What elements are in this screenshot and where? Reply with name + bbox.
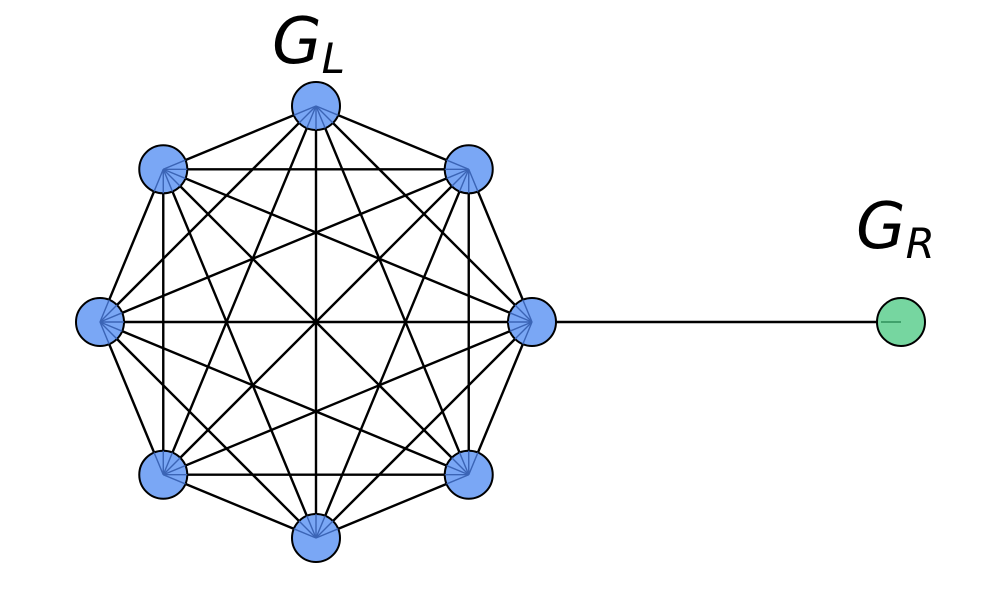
left-graph-edge <box>162 473 317 540</box>
left-graph-edge <box>315 473 470 540</box>
node-edge-spoke <box>468 452 479 476</box>
left-graph-edge <box>99 321 317 539</box>
node-edge-spoke <box>293 528 317 539</box>
node-edge-spoke <box>162 168 181 187</box>
node-edge-spoke <box>162 474 186 485</box>
node-edge-spoke <box>153 168 164 192</box>
node-edge-spoke <box>451 457 470 476</box>
left-graph-edge <box>162 168 318 539</box>
node-edge-spoke <box>162 168 174 192</box>
node-edge-spoke <box>315 520 334 539</box>
left-graph-edge <box>315 104 470 171</box>
node-edge-spoke <box>293 105 317 116</box>
left-graph-edge <box>162 320 533 476</box>
left-graph-edge <box>162 104 317 171</box>
node-edge-spoke <box>99 321 110 345</box>
node-edge-spoke <box>298 520 317 539</box>
node-edge-spoke <box>99 312 123 323</box>
nodes-group <box>75 81 926 563</box>
node-edge-spoke <box>522 321 533 345</box>
node-edge-spoke <box>99 304 118 323</box>
node-edge-spoke <box>315 105 339 116</box>
node-edge-spoke <box>99 299 110 323</box>
node-edge-spoke <box>306 515 317 539</box>
node-edge-spoke <box>458 168 470 192</box>
node-edge-spoke <box>451 168 470 187</box>
node-edge-spoke <box>446 474 470 485</box>
left-graph-edge <box>314 105 470 476</box>
node-edge-spoke <box>458 452 470 476</box>
node-edge-spoke <box>162 159 186 170</box>
right-graph-label: GR <box>856 190 935 268</box>
node-edge-spoke <box>99 321 118 340</box>
node-edge-spoke <box>162 457 181 476</box>
left-graph-edge <box>162 168 470 476</box>
left-graph-edge <box>314 168 470 539</box>
left-graph-edge <box>98 168 165 323</box>
node-edge-spoke <box>509 321 533 332</box>
node-edge-spoke <box>298 105 317 124</box>
node-edge-spoke <box>315 105 326 129</box>
node-edge-spoke <box>446 168 470 180</box>
node-edge-spoke <box>522 299 533 323</box>
node-edge-spoke <box>315 515 326 539</box>
node-edge-spoke <box>514 304 533 323</box>
left-graph-label: GL <box>272 5 345 83</box>
node-edge-spoke <box>315 105 334 124</box>
left-graph-edge <box>98 321 165 476</box>
left-graph-edge <box>162 105 318 476</box>
node-edge-spoke <box>446 464 470 476</box>
node-edge-spoke <box>162 464 186 476</box>
node-edge-spoke <box>468 168 479 192</box>
edges-group <box>98 104 901 540</box>
node-edge-spoke <box>509 312 533 323</box>
left-graph-edge <box>99 320 470 476</box>
node-edge-spoke <box>514 321 533 340</box>
left-graph-edge <box>162 168 533 324</box>
node-edge-spoke <box>446 159 470 170</box>
node-edge-spoke <box>162 168 186 180</box>
node-edge-spoke <box>99 321 123 332</box>
node-edge-spoke <box>315 528 339 539</box>
left-graph-edge <box>467 168 534 323</box>
left-graph-edge <box>467 321 534 476</box>
node-edge-spoke <box>162 452 174 476</box>
left-graph-edge <box>99 168 470 324</box>
node-edge-spoke <box>306 105 317 129</box>
node-edge-spoke <box>153 452 164 476</box>
